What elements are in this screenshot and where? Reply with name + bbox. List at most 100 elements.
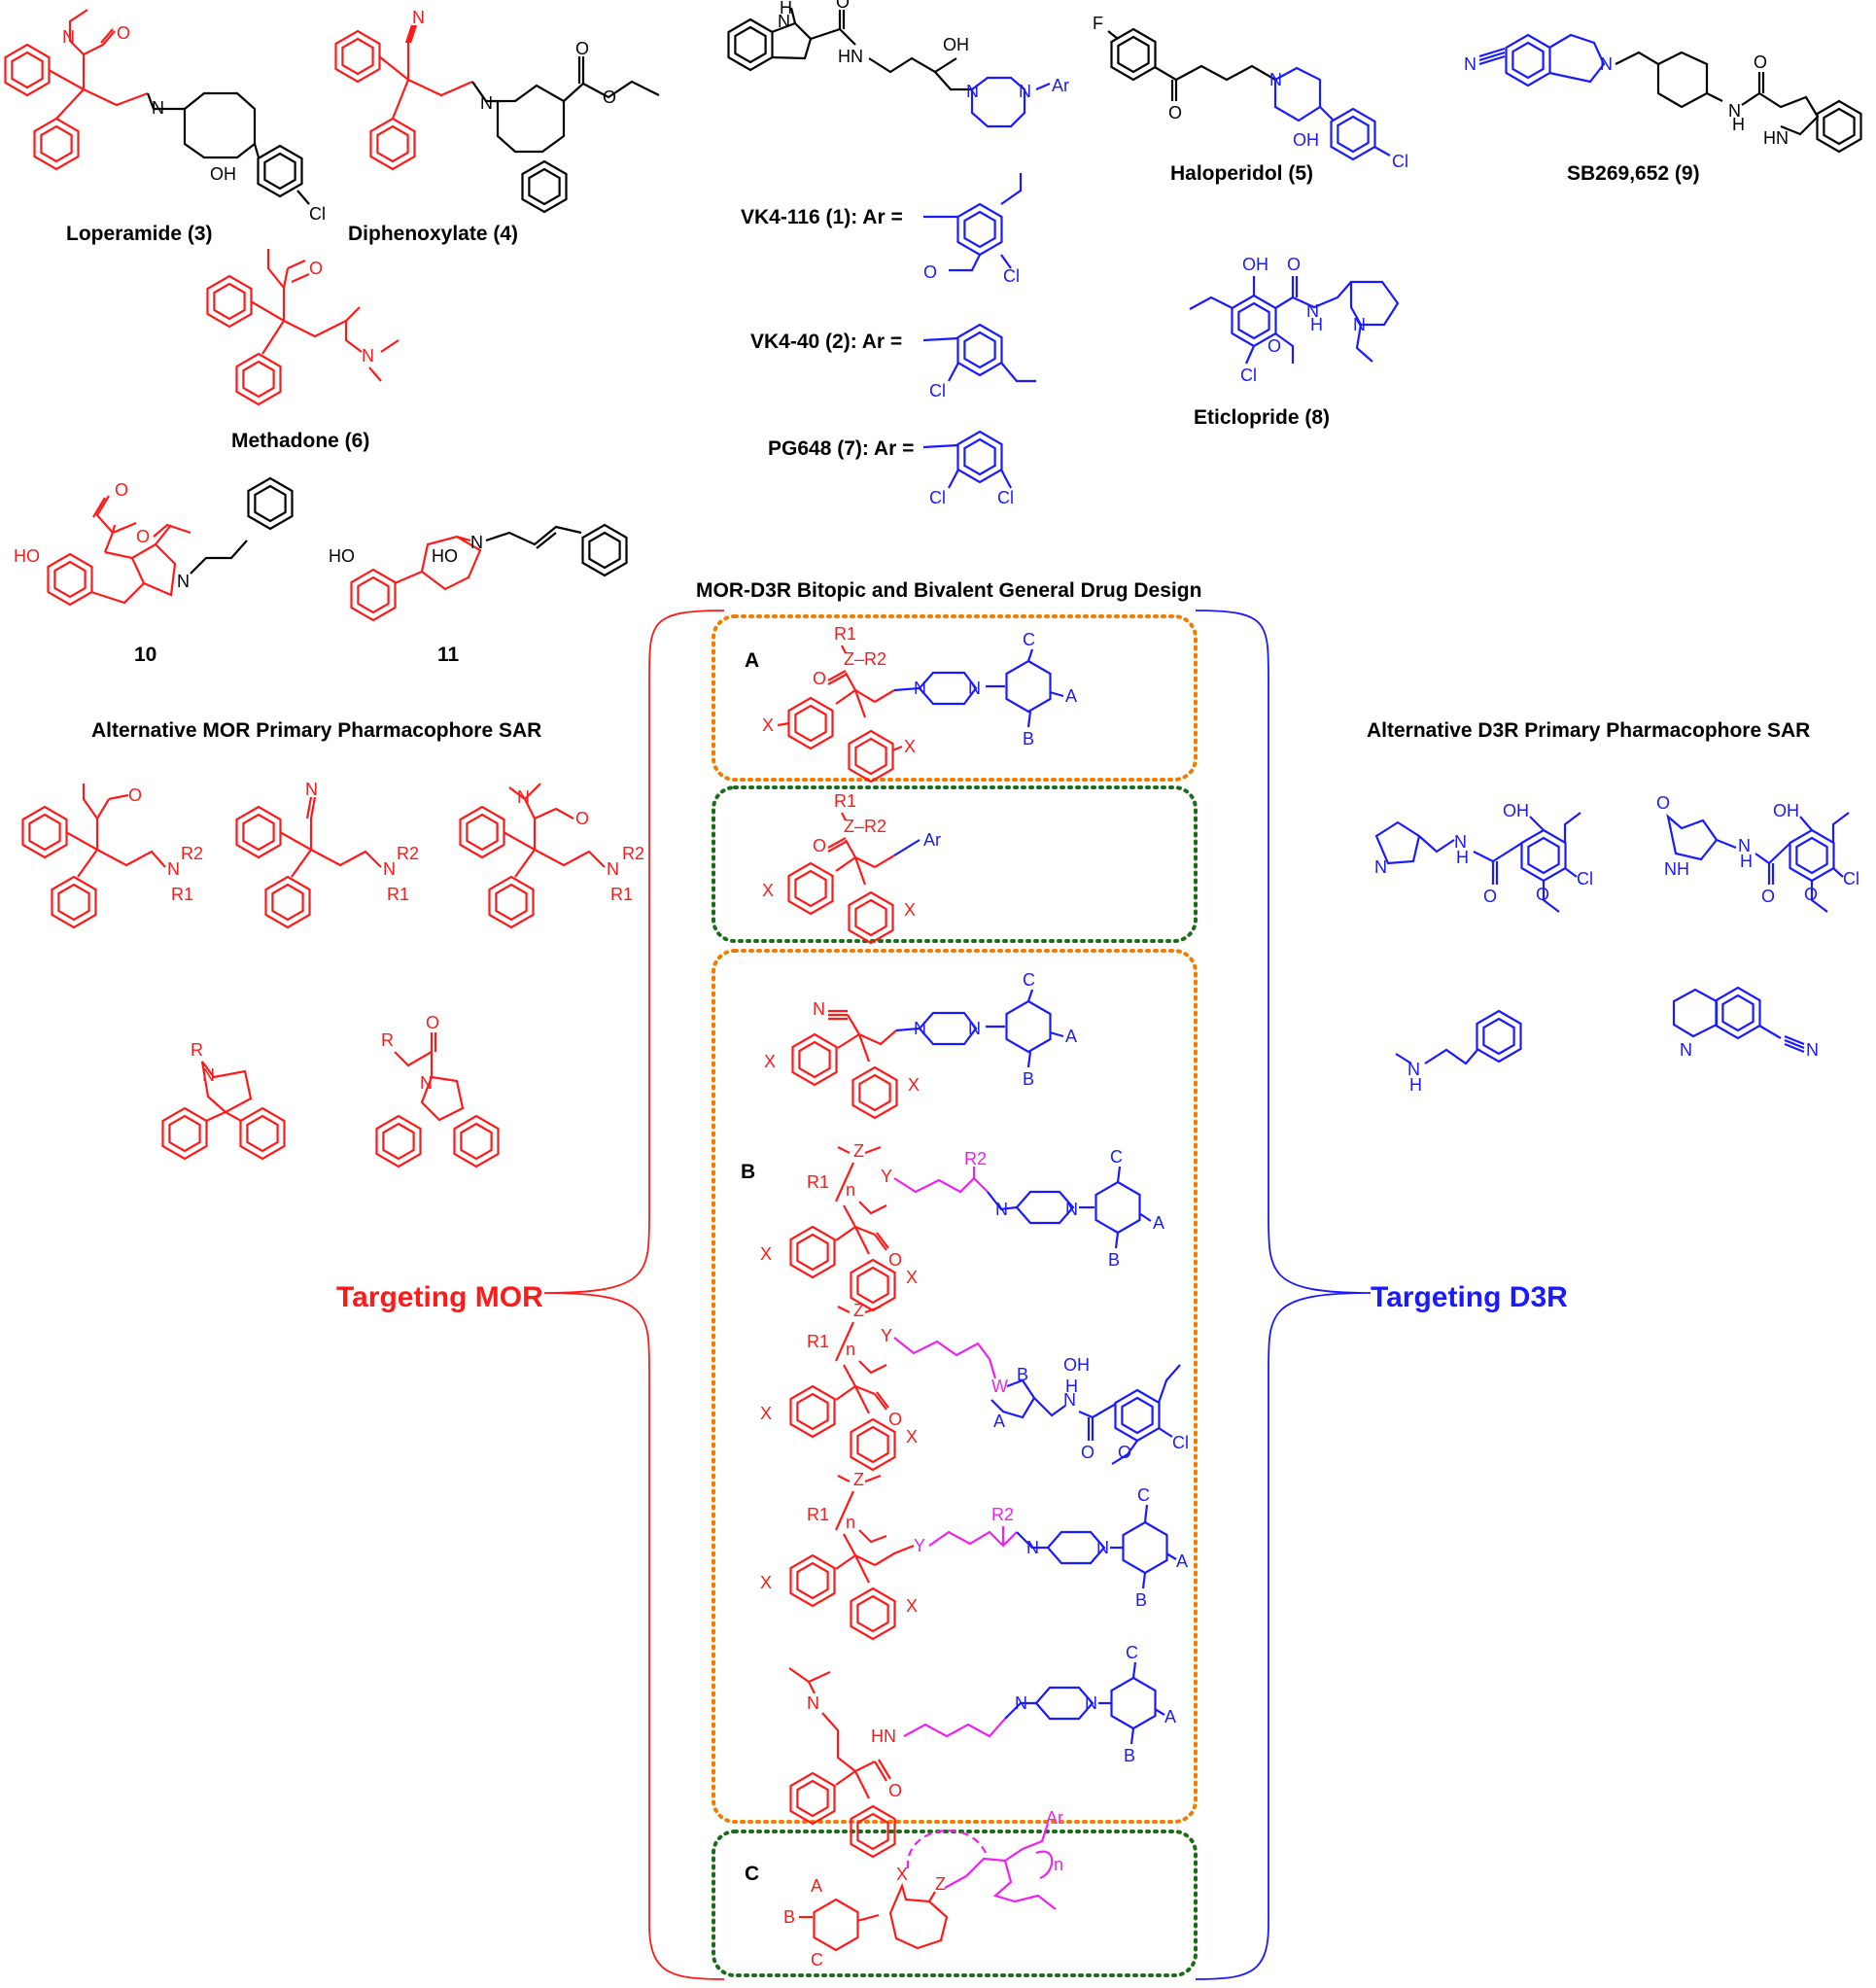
atom-label: O <box>888 1250 902 1270</box>
atom-label: N <box>968 1019 981 1038</box>
atom-label: A <box>1164 1707 1176 1726</box>
atom-label: R1 <box>807 1505 829 1524</box>
atom-label: X <box>896 1865 908 1884</box>
panel-a-alt-structure: R1 Z–R2 O X X Ar <box>762 791 941 945</box>
diphenoxylate-structure: N N O O Diphenoxylate (4) <box>334 8 660 245</box>
atom-label: R1 <box>807 1172 829 1192</box>
atom-label: N <box>177 572 190 591</box>
atom-label: A <box>1065 686 1077 706</box>
atom-label: O <box>888 1781 902 1800</box>
atom-label: N <box>1454 832 1467 852</box>
atom-label: Z <box>853 1470 864 1489</box>
atom-label: Ar <box>923 830 941 850</box>
pg648-row: PG648 (7): Ar = Cl Cl <box>768 430 1014 507</box>
atom-label: X <box>760 1573 772 1592</box>
atom-label: O <box>1287 255 1301 274</box>
atom-label: N <box>778 12 790 31</box>
atom-label: W <box>991 1377 1008 1396</box>
atom-label: C <box>1137 1485 1150 1505</box>
atom-label: R <box>381 1030 394 1050</box>
atom-label: O <box>1483 887 1497 906</box>
atom-label: N <box>968 679 981 698</box>
atom-label: C <box>811 1950 823 1970</box>
atom-label: C <box>1023 970 1035 990</box>
atom-label: O <box>888 1410 902 1429</box>
atom-label: N <box>914 1019 926 1038</box>
atom-label: A <box>993 1412 1005 1431</box>
compound-label-sb269652: SB269,652 (9) <box>1567 162 1700 185</box>
atom-label: O <box>923 262 937 282</box>
atom-label: N <box>305 780 318 799</box>
atom-label: O <box>836 0 850 12</box>
atom-label: O <box>1168 103 1182 122</box>
box-c <box>712 1830 1198 1977</box>
panel-b-methadone-amide-structure: N O HN N N C A B <box>788 1643 1176 1859</box>
atom-label: N <box>470 533 483 552</box>
methadone-structure: O N Methadone (6) <box>206 249 400 452</box>
vk4-scaffold-structure: H N O HN OH N N Ar <box>727 0 1069 128</box>
panel-b-alkyl-structure: Z R1 n Y X X R2 N N C A B <box>760 1470 1188 1641</box>
atom-label: N <box>1269 70 1282 89</box>
atom-label: N <box>1019 82 1031 101</box>
panel-a-structure: R1 Z–R2 O X X N N C A B <box>762 624 1077 784</box>
atom-label: R1 <box>171 885 193 904</box>
atom-label: O <box>426 1013 439 1032</box>
haloperidol-structure: F O N OH Cl Haloperidol (5) <box>1093 14 1408 185</box>
atom-label: X <box>908 1075 920 1095</box>
atom-label: R1 <box>834 624 856 644</box>
atom-label: N <box>517 787 530 807</box>
atom-label: N <box>1306 301 1319 321</box>
atom-label: B <box>1124 1746 1135 1765</box>
atom-label: B <box>1135 1590 1147 1610</box>
sb269652-structure: N N N H O HN SB269,652 (9) <box>1464 33 1862 185</box>
atom-label: n <box>846 1340 855 1359</box>
atom-label: OH <box>1503 801 1529 820</box>
targeting-mor-label: Targeting MOR <box>336 1281 543 1313</box>
compound-label-loperamide: Loperamide (3) <box>66 223 213 245</box>
atom-label: H <box>1732 115 1745 134</box>
compound-label-pg648: PG648 (7): Ar = <box>768 437 914 460</box>
atom-label: OH <box>1293 130 1319 150</box>
compound-label-haloperidol: Haloperidol (5) <box>1170 162 1313 185</box>
atom-label: N <box>1464 54 1476 74</box>
atom-label: HN <box>838 47 863 66</box>
atom-label: N <box>995 1200 1008 1219</box>
atom-label: B <box>1017 1365 1028 1384</box>
atom-label: Y <box>881 1167 892 1186</box>
atom-label: Y <box>914 1536 925 1555</box>
atom-label: N <box>362 346 374 366</box>
atom-label: R1 <box>807 1332 829 1351</box>
panel-b-amide-structure: Z R1 n Y O X X R2 N N C A B <box>760 1141 1164 1312</box>
atom-label: O <box>1761 887 1775 906</box>
atom-label: Z–R2 <box>844 649 886 669</box>
atom-label: N <box>1353 315 1366 334</box>
atom-label: OH <box>1063 1355 1090 1375</box>
atom-label: N <box>813 999 825 1019</box>
panel-b-nitrile-structure: N X X N N C A B <box>764 970 1077 1120</box>
atom-label: Cl <box>997 488 1014 507</box>
atom-label: Z–R2 <box>844 817 886 836</box>
atom-label: N <box>914 679 926 698</box>
atom-label: O <box>1804 885 1818 904</box>
vk4-40-row: VK4-40 (2): Ar = Cl <box>750 323 1036 401</box>
atom-label: N <box>167 859 180 879</box>
atom-label: H <box>1065 1377 1078 1396</box>
atom-label: HO <box>14 546 40 566</box>
atom-label: Ar <box>1046 1808 1063 1828</box>
atom-label: B <box>1023 1069 1034 1089</box>
atom-label: X <box>762 715 774 735</box>
atom-label: N <box>1063 1390 1076 1410</box>
atom-label: O <box>603 87 616 107</box>
atom-label: A <box>811 1876 822 1896</box>
atom-label: O <box>1081 1443 1094 1462</box>
atom-label: R2 <box>991 1505 1014 1524</box>
atom-label: A <box>1153 1213 1164 1233</box>
atom-label: X <box>904 900 916 920</box>
panel-b-bivalent-structure: Z R1 n Y O X X W B A N H OH O Cl O <box>760 1301 1189 1472</box>
atom-label: N <box>1015 1693 1027 1713</box>
atom-label: R <box>191 1040 203 1060</box>
box-a <box>712 614 1198 782</box>
atom-label: H <box>1409 1075 1422 1095</box>
atom-label: HN <box>1763 128 1789 148</box>
atom-label: N <box>966 82 979 101</box>
